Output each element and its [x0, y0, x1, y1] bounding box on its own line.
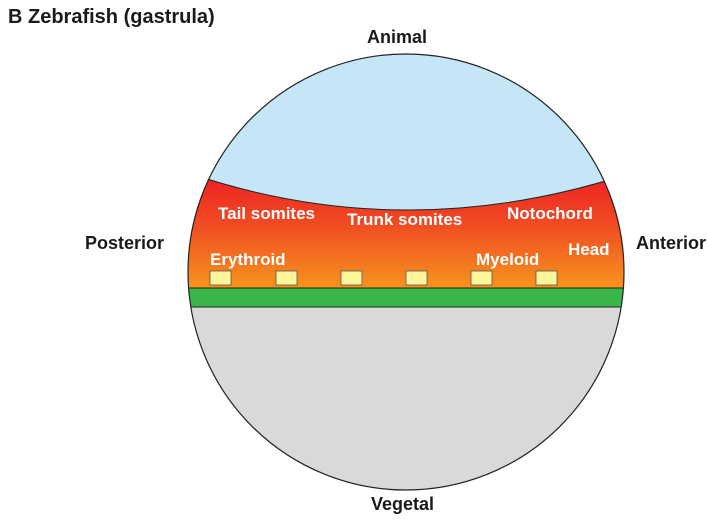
yolk-region — [180, 300, 640, 500]
animal-cap-region — [180, 40, 640, 210]
blood-cell-5 — [471, 271, 492, 285]
blood-cell-1 — [210, 271, 231, 285]
myeloid-label: Myeloid — [476, 250, 539, 269]
endoderm-band — [180, 288, 640, 307]
blood-cell-6 — [536, 271, 557, 285]
blood-cell-3 — [341, 271, 362, 285]
head-label: Head — [568, 240, 610, 259]
trunk-somites-label: Trunk somites — [347, 210, 462, 229]
blood-cell-4 — [406, 271, 427, 285]
blood-cell-2 — [276, 271, 297, 285]
erythroid-label: Erythroid — [210, 250, 286, 269]
notochord-label: Notochord — [507, 204, 593, 223]
tail-somites-label: Tail somites — [218, 204, 315, 223]
